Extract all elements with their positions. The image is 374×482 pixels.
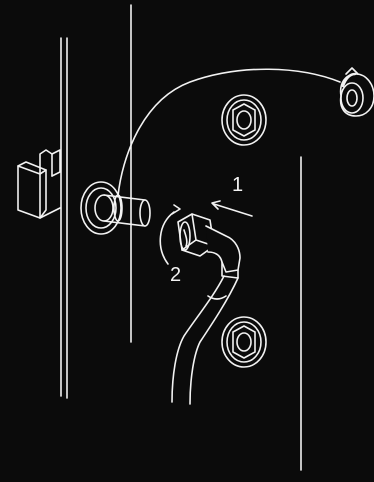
hose-icon [172, 226, 240, 404]
tape-lead-line [118, 69, 340, 196]
tape-roll-icon [341, 68, 374, 116]
rotate-arrow [160, 205, 180, 264]
pipe-fitting-icon [81, 182, 150, 234]
hex-nut-icon [222, 317, 266, 367]
wall-bracket-icon [18, 150, 60, 218]
step-1-label: 1 [232, 175, 243, 195]
step-2-label: 2 [170, 265, 181, 285]
push-arrow [212, 201, 252, 216]
hex-nut-icon [222, 95, 266, 145]
